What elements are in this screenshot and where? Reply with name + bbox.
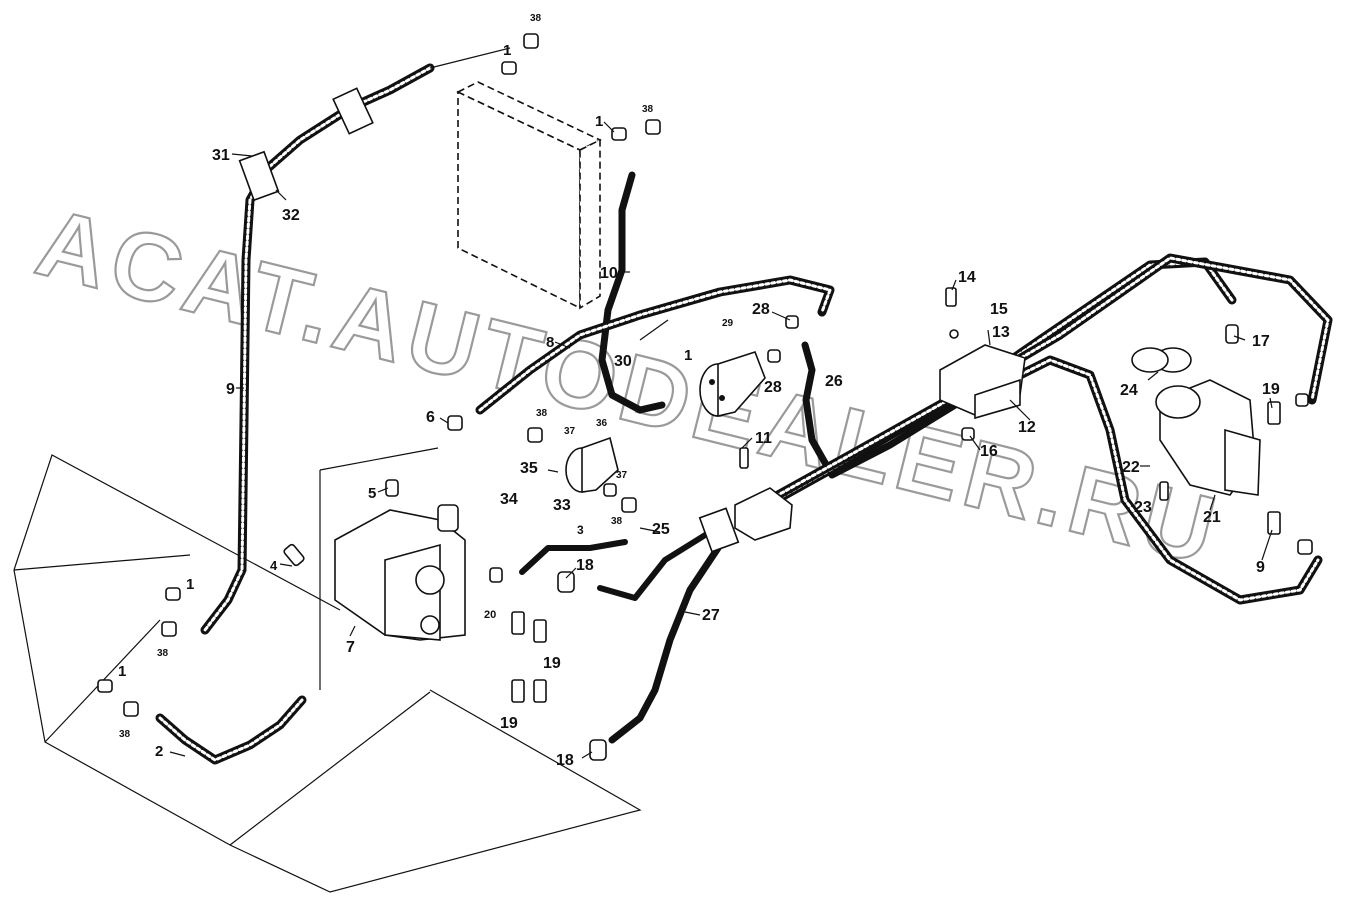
callout-1: 1 — [595, 113, 603, 130]
callout-37: 37 — [564, 426, 576, 437]
callout-11: 11 — [755, 430, 772, 447]
oil-cooler-box — [456, 81, 602, 310]
callout-14: 14 — [958, 269, 976, 286]
callout-18: 18 — [576, 557, 594, 574]
callout-23: 23 — [1134, 499, 1152, 516]
fittings — [97, 33, 1313, 761]
callout-38: 38 — [642, 104, 654, 115]
callout-5: 5 — [368, 485, 376, 502]
callout-4: 4 — [270, 558, 278, 573]
callout-8: 8 — [546, 334, 554, 351]
callout-29: 29 — [722, 318, 734, 329]
mounting-block-13 — [939, 344, 1026, 420]
callout-27: 27 — [702, 607, 720, 624]
callout-20: 20 — [484, 609, 496, 621]
callout-3: 3 — [577, 523, 584, 537]
callout-9: 9 — [226, 381, 235, 398]
callout-38: 38 — [530, 13, 542, 24]
callout-15: 15 — [990, 301, 1008, 318]
callout-19: 19 — [1262, 381, 1280, 398]
valve-body — [334, 504, 466, 641]
callout-10: 10 — [600, 265, 618, 282]
callout-38: 38 — [119, 729, 131, 740]
mounting-block-lower — [698, 487, 793, 553]
callout-1: 1 — [186, 576, 194, 593]
callout-25: 25 — [652, 521, 670, 538]
watermark-text: ACAT.AUTODEALER.RU — [27, 189, 1231, 586]
callout-1: 1 — [503, 42, 511, 59]
callout-38: 38 — [611, 516, 623, 527]
callout-9: 9 — [1256, 559, 1265, 576]
callout-38: 38 — [536, 408, 548, 419]
callout-13: 13 — [992, 324, 1010, 341]
callout-37: 37 — [616, 470, 628, 481]
callout-19: 19 — [500, 715, 518, 732]
callout-35: 35 — [520, 460, 538, 477]
callout-19: 19 — [543, 655, 561, 672]
callout-36: 36 — [596, 418, 608, 429]
callout-28: 28 — [752, 301, 770, 318]
callout-21: 21 — [1203, 509, 1221, 526]
callout-34: 34 — [500, 491, 518, 508]
callout-1: 1 — [684, 347, 692, 364]
callout-26: 26 — [825, 373, 843, 390]
callout-24: 24 — [1120, 382, 1138, 399]
callout-28: 28 — [764, 379, 782, 396]
callout-31: 31 — [212, 147, 230, 164]
callout-labels: 38 1 31 32 1 38 10 9 8 30 1 29 28 28 26 … — [118, 13, 1280, 769]
callout-30: 30 — [614, 353, 632, 370]
callout-22: 22 — [1122, 459, 1140, 476]
callout-32: 32 — [282, 207, 300, 224]
callout-1: 1 — [118, 663, 126, 680]
callout-2: 2 — [155, 743, 163, 760]
callout-16: 16 — [980, 443, 998, 460]
callout-38: 38 — [157, 648, 169, 659]
callout-6: 6 — [426, 409, 435, 426]
callout-17: 17 — [1252, 333, 1270, 350]
leader-lines — [169, 47, 1273, 759]
callout-12: 12 — [1018, 419, 1036, 436]
callout-7: 7 — [346, 639, 355, 656]
cylinder-33 — [565, 436, 619, 493]
filter-29 — [699, 351, 766, 418]
callout-33: 33 — [553, 497, 571, 514]
callout-18: 18 — [556, 752, 574, 769]
